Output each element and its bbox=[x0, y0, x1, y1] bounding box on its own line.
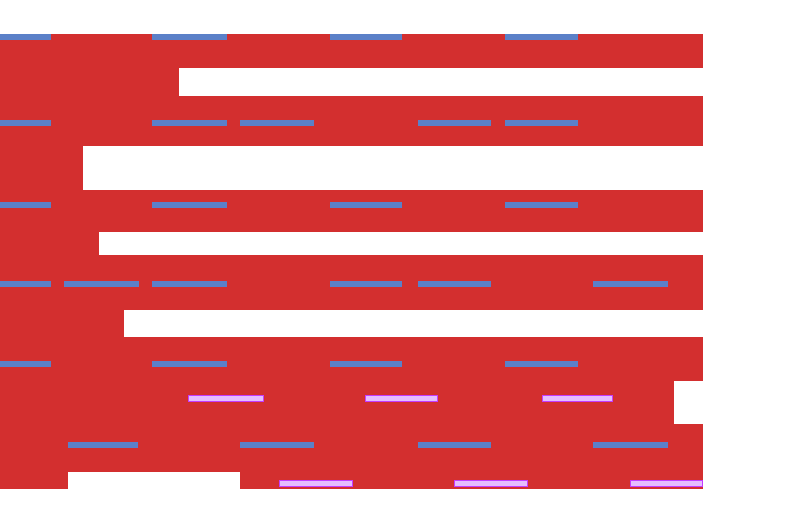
paragraph-gap bbox=[99, 232, 703, 255]
token-highlight-bar[interactable] bbox=[64, 281, 139, 287]
token-highlight-bar[interactable] bbox=[330, 34, 402, 40]
redaction-block bbox=[0, 68, 179, 96]
token-highlight-bar[interactable] bbox=[505, 202, 578, 208]
token-highlight-bar[interactable] bbox=[593, 442, 668, 448]
token-highlight-bar[interactable] bbox=[152, 34, 227, 40]
token-highlight-bar[interactable] bbox=[0, 281, 51, 287]
token-highlight-bar[interactable] bbox=[505, 120, 578, 126]
redaction-block bbox=[0, 424, 703, 472]
entity-highlight-bar[interactable] bbox=[542, 395, 613, 402]
token-highlight-bar[interactable] bbox=[330, 361, 402, 367]
entity-highlight-bar[interactable] bbox=[365, 395, 438, 402]
token-highlight-bar[interactable] bbox=[152, 361, 227, 367]
token-highlight-bar[interactable] bbox=[68, 442, 138, 448]
entity-highlight-bar[interactable] bbox=[188, 395, 264, 402]
paragraph-gap bbox=[674, 381, 703, 424]
token-highlight-bar[interactable] bbox=[330, 202, 402, 208]
token-highlight-bar[interactable] bbox=[0, 202, 51, 208]
redaction-block bbox=[0, 472, 68, 489]
redaction-block bbox=[0, 232, 99, 255]
redaction-block bbox=[0, 337, 703, 381]
token-highlight-bar[interactable] bbox=[240, 442, 314, 448]
redaction-block bbox=[0, 310, 124, 337]
token-highlight-bar[interactable] bbox=[152, 281, 227, 287]
token-highlight-bar[interactable] bbox=[330, 281, 402, 287]
token-highlight-bar[interactable] bbox=[0, 120, 51, 126]
token-highlight-bar[interactable] bbox=[505, 361, 578, 367]
token-highlight-bar[interactable] bbox=[152, 202, 227, 208]
paragraph-gap bbox=[83, 146, 703, 190]
paragraph-gap bbox=[68, 472, 240, 489]
token-highlight-bar[interactable] bbox=[418, 120, 491, 126]
token-highlight-bar[interactable] bbox=[240, 120, 314, 126]
token-highlight-bar[interactable] bbox=[418, 281, 491, 287]
redaction-block bbox=[0, 190, 703, 232]
token-highlight-bar[interactable] bbox=[505, 34, 578, 40]
entity-highlight-bar[interactable] bbox=[630, 480, 703, 487]
entity-highlight-bar[interactable] bbox=[279, 480, 353, 487]
token-highlight-bar[interactable] bbox=[152, 120, 227, 126]
token-highlight-bar[interactable] bbox=[593, 281, 668, 287]
token-highlight-bar[interactable] bbox=[418, 442, 491, 448]
paragraph-gap bbox=[124, 310, 703, 337]
entity-highlight-bar[interactable] bbox=[454, 480, 528, 487]
redaction-block bbox=[0, 96, 703, 146]
redaction-block bbox=[0, 381, 674, 424]
redaction-block bbox=[0, 146, 83, 190]
paragraph-gap bbox=[179, 68, 703, 96]
token-highlight-bar[interactable] bbox=[0, 34, 51, 40]
token-highlight-bar[interactable] bbox=[0, 361, 51, 367]
